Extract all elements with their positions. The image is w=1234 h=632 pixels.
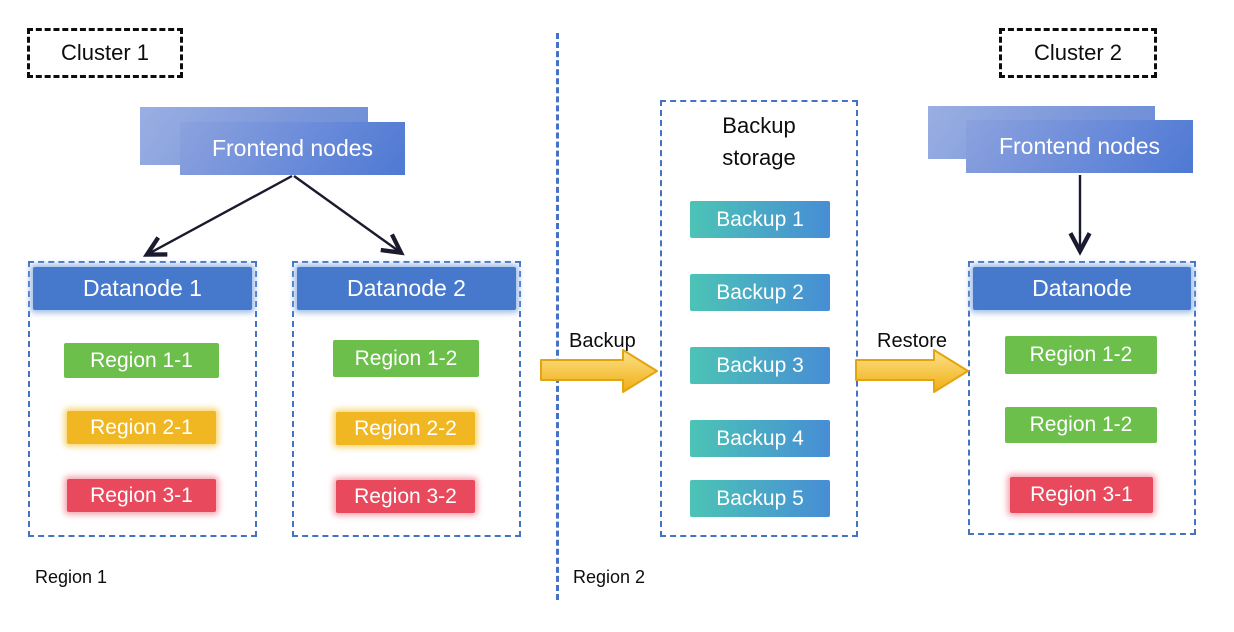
region-box: Region 3-1 — [67, 479, 216, 512]
region-box: Region 1-2 — [1005, 407, 1157, 443]
region-label: Region 3-1 — [90, 483, 193, 507]
backup-storage-container — [660, 100, 858, 537]
cluster1-label: Cluster 1 — [60, 40, 150, 65]
region-box: Region 1-1 — [64, 343, 219, 378]
backup-item: Backup 5 — [690, 480, 830, 517]
backup-item-label: Backup 3 — [716, 353, 804, 377]
region-label: Region 1-2 — [1029, 413, 1133, 436]
region-separator-line — [556, 33, 559, 600]
region-label: Region 3-1 — [1030, 483, 1133, 506]
cluster1-frontend-panel: Frontend nodes — [180, 122, 405, 175]
region-box: Region 1-2 — [1005, 336, 1157, 374]
datanode1-header: Datanode 1 — [33, 267, 252, 310]
backup-item-label: Backup 5 — [716, 486, 804, 510]
cluster1-label-box: Cluster 1 — [27, 28, 183, 78]
backup-item: Backup 3 — [690, 347, 830, 384]
region-label: Region 1-1 — [90, 348, 193, 372]
backup-item: Backup 1 — [690, 201, 830, 238]
backup-storage-title: Backup storage — [722, 113, 796, 170]
cluster2-frontend-label: Frontend nodes — [998, 133, 1161, 159]
backup-item-label: Backup 4 — [716, 426, 804, 450]
region-label: Region 1-2 — [354, 346, 458, 370]
cluster2-frontend-panel: Frontend nodes — [966, 120, 1193, 173]
backup-arrow-label: Backup — [569, 330, 636, 352]
region-box: Region 2-2 — [336, 412, 475, 445]
frontend1-to-datanode1-arrow — [142, 174, 293, 257]
restore-arrow-label: Restore — [877, 330, 948, 352]
restore-arrow-icon — [855, 349, 969, 393]
region-label: Region 3-2 — [354, 484, 457, 508]
cluster2-datanode-header: Datanode — [973, 267, 1191, 310]
backup-item-label: Backup 2 — [716, 280, 804, 304]
frontend1-to-datanode2-arrow — [293, 175, 405, 256]
backup-arrow-icon — [540, 349, 658, 393]
backup-item: Backup 2 — [690, 274, 830, 311]
region1-caption: Region 1 — [35, 567, 108, 587]
region-box: Region 3-2 — [336, 480, 475, 513]
region-box: Region 1-2 — [333, 340, 479, 377]
region-label: Region 2-1 — [90, 415, 193, 439]
cluster1-frontend-label: Frontend nodes — [211, 135, 374, 161]
backup-item-label: Backup 1 — [716, 207, 804, 231]
datanode2-title: Datanode 2 — [347, 275, 466, 301]
cluster2-datanode-title: Datanode — [1032, 275, 1132, 301]
region-label: Region 1-2 — [1029, 343, 1133, 366]
backup-item: Backup 4 — [690, 420, 830, 457]
datanode2-header: Datanode 2 — [297, 267, 516, 310]
region-label: Region 2-2 — [354, 416, 457, 440]
datanode1-title: Datanode 1 — [83, 275, 202, 301]
region-box: Region 2-1 — [67, 411, 216, 444]
cluster2-label-box: Cluster 2 — [999, 28, 1157, 78]
cluster2-label: Cluster 2 — [1033, 40, 1123, 65]
region-box: Region 3-1 — [1010, 477, 1153, 513]
region2-caption: Region 2 — [573, 567, 646, 587]
